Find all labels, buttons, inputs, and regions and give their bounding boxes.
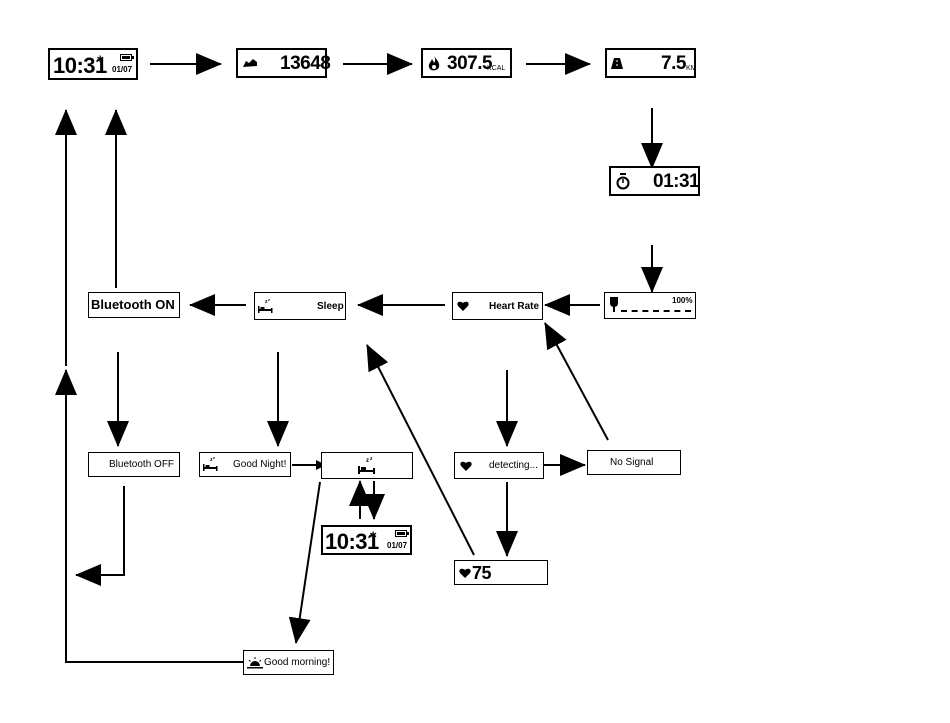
date-value: 01/07 — [387, 541, 407, 550]
svg-text:z: z — [370, 456, 373, 462]
sunrise-icon — [247, 657, 263, 669]
detecting-label: detecting... — [489, 460, 538, 471]
detecting-screen: detecting... — [454, 452, 544, 479]
heart-rate-label: Heart Rate — [489, 301, 539, 312]
svg-text:z: z — [213, 456, 215, 460]
bluetooth-symbol: ∗ — [96, 54, 104, 65]
battery-screen: 100% — [604, 292, 696, 319]
flame-icon — [427, 55, 441, 73]
no-signal-screen: No Signal — [587, 450, 681, 475]
distance-value: 7.5 — [661, 53, 686, 75]
stopwatch-icon — [616, 173, 630, 190]
calories-value: 307.5 — [447, 53, 492, 75]
battery-level-bar — [621, 310, 691, 312]
arrow-bluetooth-off-return — [76, 486, 124, 575]
arrow-nosignal-to-heartrate — [545, 323, 608, 440]
distance-screen: 7.5 KM — [605, 48, 696, 78]
svg-text:z: z — [268, 298, 270, 302]
arrow-bed-to-goodmorning — [296, 482, 320, 643]
heart-rate-screen: Heart Rate — [452, 292, 543, 320]
bluetooth-off-label: Bluetooth OFF — [109, 459, 174, 470]
battery-icon — [395, 530, 409, 537]
distance-unit: KM — [686, 65, 697, 72]
no-signal-label: No Signal — [610, 457, 653, 468]
steps-value: 13648 — [280, 53, 330, 75]
battery-percent: 100% — [672, 296, 692, 305]
good-morning-label: Good morning! — [264, 657, 330, 668]
arrow-hrvalue-to-sleep — [367, 345, 474, 555]
heart-icon — [459, 568, 471, 579]
calories-screen: 307.5 KCAL — [421, 48, 512, 78]
good-night-label: Good Night! — [233, 459, 286, 470]
heart-rate-value: 75 — [472, 563, 491, 584]
steps-screen: 13648 — [236, 48, 327, 78]
battery-icon — [120, 54, 134, 61]
bluetooth-symbol: ∗ — [369, 530, 377, 541]
calories-unit: KCAL — [487, 65, 505, 72]
road-icon — [611, 58, 623, 69]
good-morning-screen: Good morning! — [243, 650, 334, 675]
sleep-label: Sleep — [317, 301, 344, 312]
time-screen-sleep: 10:31 ∗ 01/07 — [321, 525, 412, 555]
shoe-icon — [242, 57, 258, 69]
bluetooth-on-screen: Bluetooth ON — [88, 292, 180, 318]
battery-plug-icon — [608, 297, 620, 313]
date-value: 01/07 — [112, 65, 132, 74]
timer-screen: 01:31 — [609, 166, 700, 196]
arrow-return-left-lower — [66, 370, 243, 662]
bluetooth-off-screen: Bluetooth OFF — [88, 452, 180, 477]
heart-icon — [457, 301, 469, 312]
time-screen: 10:31 ∗ 01/07 — [48, 48, 138, 80]
svg-text:z: z — [366, 458, 369, 464]
heart-icon — [460, 461, 472, 472]
heart-rate-value-screen: 75 — [454, 560, 548, 585]
timer-value: 01:31 — [653, 171, 699, 193]
bluetooth-on-label: Bluetooth ON — [91, 297, 175, 312]
